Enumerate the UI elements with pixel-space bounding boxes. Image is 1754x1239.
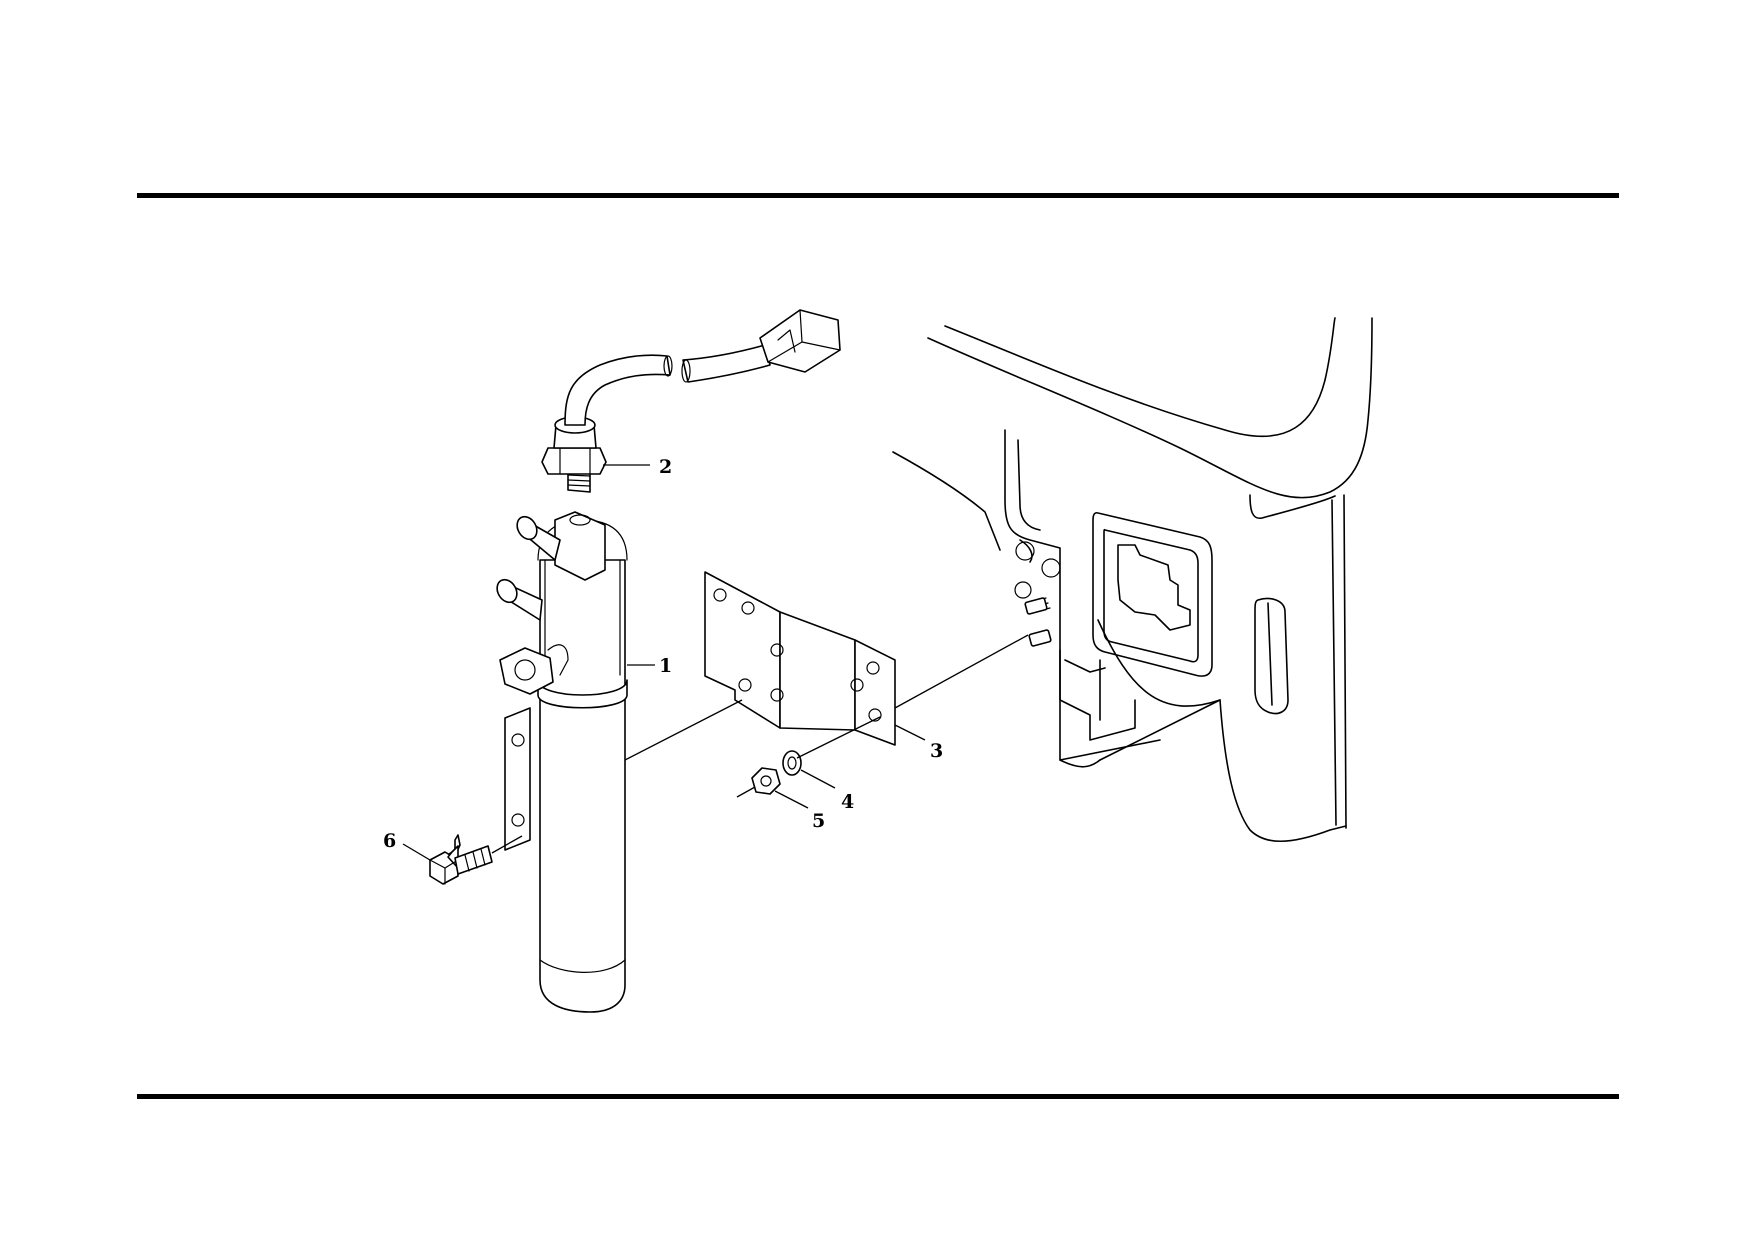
mounting-bracket-part	[704, 571, 896, 746]
callout-4: 4	[841, 791, 854, 813]
callout-5: 5	[812, 810, 825, 832]
vehicle-body-panel	[892, 317, 1373, 843]
body-stud-lower	[1028, 629, 1052, 647]
bottom-rule	[137, 1094, 1619, 1099]
pressure-switch-part	[541, 309, 841, 493]
callout-2: 2	[659, 456, 672, 478]
assembly-lines	[491, 634, 1029, 854]
callout-6: 6	[383, 830, 396, 852]
callout-3: 3	[930, 740, 943, 762]
washer-part	[782, 750, 802, 776]
callout-1: 1	[659, 655, 672, 677]
body-stud-upper	[1024, 597, 1051, 615]
top-rule	[137, 193, 1619, 198]
receiver-drier-part	[496, 511, 628, 1013]
bolt-part	[429, 834, 493, 885]
callout-leaders	[402, 464, 926, 861]
nut-part	[751, 767, 781, 795]
